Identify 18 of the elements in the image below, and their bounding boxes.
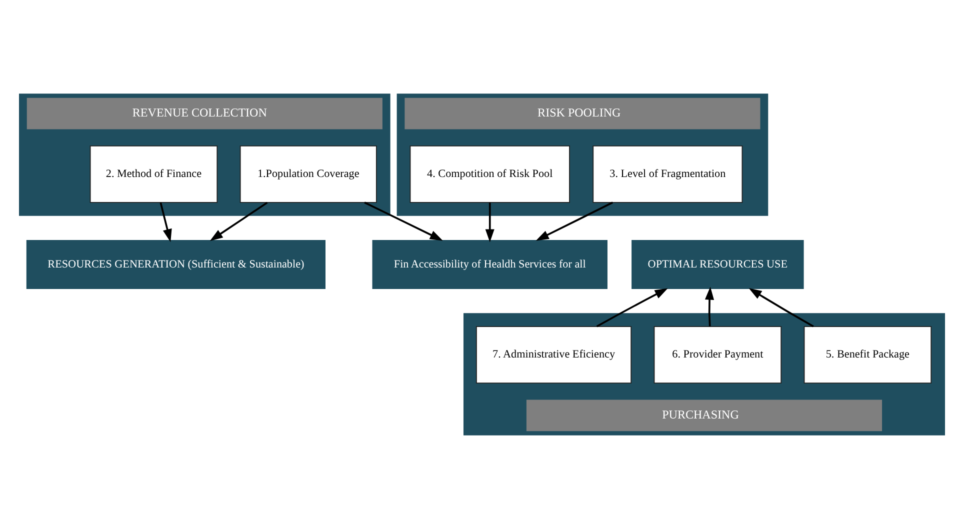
node-box: 4. Compotition of Risk Pool [410,146,570,203]
node-box: 1.Population Coverage [240,146,377,203]
node-box: Fin Accessibility of Healdh Services for all [371,239,608,290]
node-box: 7. Administrative Eficiency [476,326,632,384]
arrow [364,202,443,241]
arrow [536,202,614,241]
arrow [704,286,714,326]
node-box: 3. Level of Fragmentation [592,146,743,203]
node-box: RESOURCES GENERATION (Sufficient & Sustainable) [25,239,326,290]
node-box: 2. Method of Finance [90,146,218,203]
arrow [748,288,814,328]
node-box: OPTIMAL RESOURCES USE [630,239,805,290]
node-box: 5. Benefit Package [804,326,932,384]
node-box: 6. Provider Payment [654,326,782,384]
arrow [210,202,268,241]
arrow [485,202,494,242]
arrow [596,288,668,328]
arrow [160,202,172,242]
